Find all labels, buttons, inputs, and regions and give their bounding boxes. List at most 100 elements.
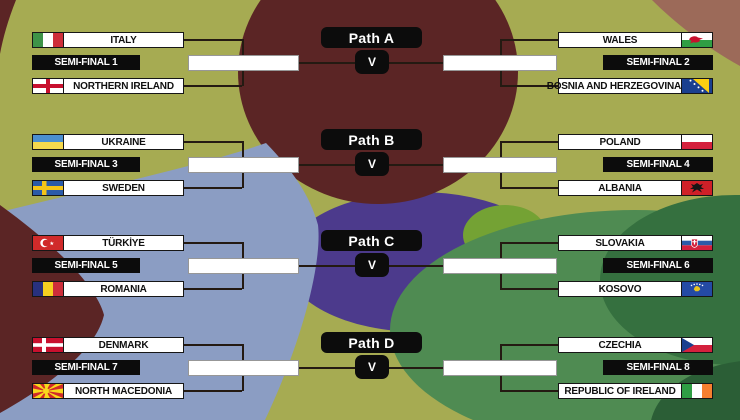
team-box: ALBANIA bbox=[558, 180, 713, 196]
bracket-line bbox=[184, 242, 242, 244]
semifinal-bar: SEMI-FINAL 2 bbox=[603, 55, 713, 70]
team-box: ROMANIA bbox=[32, 281, 184, 297]
sweden-flag-icon bbox=[33, 181, 64, 195]
team-box: CZECHIA bbox=[558, 337, 713, 353]
bracket-line bbox=[500, 390, 558, 392]
team-box: DENMARK bbox=[32, 337, 184, 353]
bg-maroon-sliver bbox=[0, 0, 16, 54]
bg-maroon-circle bbox=[238, 0, 518, 204]
bracket-line bbox=[389, 164, 443, 166]
path-label: Path D bbox=[321, 332, 422, 353]
ukraine-flag-icon bbox=[33, 135, 64, 149]
slovakia-flag-icon bbox=[681, 236, 712, 250]
italy-flag-icon bbox=[33, 33, 64, 47]
wales-flag-icon bbox=[681, 33, 712, 47]
team-name: ALBANIA bbox=[598, 182, 642, 194]
romania-flag-icon bbox=[33, 282, 64, 296]
bracket-line bbox=[297, 62, 355, 64]
final-slot-right bbox=[443, 360, 557, 376]
bracket-line bbox=[184, 85, 242, 87]
poland-flag-icon bbox=[681, 135, 712, 149]
bracket-line bbox=[389, 367, 443, 369]
path-label: Path B bbox=[321, 129, 422, 150]
versus-badge: V bbox=[355, 253, 389, 277]
turkiye-flag-icon bbox=[33, 236, 64, 250]
bracket-line bbox=[500, 242, 558, 244]
final-slot-right bbox=[443, 55, 557, 71]
path-section-c: TÜRKİYE SEMI-FINAL 5 ROMANIA Path C V SL… bbox=[0, 230, 740, 337]
team-name: DENMARK bbox=[98, 339, 149, 351]
bracket-line bbox=[500, 344, 558, 346]
albania-flag-icon bbox=[681, 181, 712, 195]
north-macedonia-flag-icon bbox=[33, 384, 64, 398]
team-box: POLAND bbox=[558, 134, 713, 150]
bracket-line bbox=[297, 367, 355, 369]
team-name: TÜRKİYE bbox=[102, 237, 145, 249]
team-name: CZECHIA bbox=[598, 339, 642, 351]
semifinal-bar: SEMI-FINAL 8 bbox=[603, 360, 713, 375]
team-name: REPUBLIC OF IRELAND bbox=[564, 385, 676, 397]
team-box: SWEDEN bbox=[32, 180, 184, 196]
semifinal-bar: SEMI-FINAL 1 bbox=[32, 55, 140, 70]
team-box: BOSNIA AND HERZEGOVINA bbox=[547, 78, 713, 94]
bracket-line bbox=[184, 344, 242, 346]
team-box: ITALY bbox=[32, 32, 184, 48]
bracket-line bbox=[184, 39, 242, 41]
team-box: REPUBLIC OF IRELAND bbox=[558, 383, 713, 399]
bracket-line bbox=[389, 265, 443, 267]
team-box: TÜRKİYE bbox=[32, 235, 184, 251]
team-name: ITALY bbox=[110, 34, 137, 46]
team-name: NORTHERN IRELAND bbox=[73, 80, 174, 92]
bracket-line bbox=[389, 62, 443, 64]
denmark-flag-icon bbox=[33, 338, 64, 352]
team-name: NORTH MACEDONIA bbox=[75, 385, 172, 397]
final-slot-left bbox=[188, 258, 299, 274]
final-slot-left bbox=[188, 157, 299, 173]
bracket-line bbox=[500, 85, 558, 87]
bracket-line bbox=[500, 141, 558, 143]
versus-badge: V bbox=[355, 152, 389, 176]
final-slot-left bbox=[188, 360, 299, 376]
path-section-b: UKRAINE SEMI-FINAL 3 SWEDEN Path B V POL… bbox=[0, 129, 740, 236]
team-name: WALES bbox=[602, 34, 638, 46]
team-name: BOSNIA AND HERZEGOVINA bbox=[546, 80, 682, 92]
final-slot-right bbox=[443, 258, 557, 274]
final-slot-right bbox=[443, 157, 557, 173]
bracket-line bbox=[500, 288, 558, 290]
czechia-flag-icon bbox=[681, 338, 712, 352]
team-name: SLOVAKIA bbox=[595, 237, 645, 249]
semifinal-bar: SEMI-FINAL 3 bbox=[32, 157, 140, 172]
team-box: KOSOVO bbox=[558, 281, 713, 297]
semifinal-bar: SEMI-FINAL 5 bbox=[32, 258, 140, 273]
team-name: KOSOVO bbox=[598, 283, 642, 295]
bracket-line bbox=[297, 265, 355, 267]
path-label: Path C bbox=[321, 230, 422, 251]
team-name: ROMANIA bbox=[100, 283, 147, 295]
bg-maroon-crescent bbox=[0, 205, 104, 413]
team-box: WALES bbox=[558, 32, 713, 48]
team-name: SWEDEN bbox=[102, 182, 145, 194]
path-label: Path A bbox=[321, 27, 422, 48]
team-box: SLOVAKIA bbox=[558, 235, 713, 251]
semifinal-bar: SEMI-FINAL 6 bbox=[603, 258, 713, 273]
team-box: UKRAINE bbox=[32, 134, 184, 150]
northern-ireland-flag-icon bbox=[33, 79, 64, 93]
versus-badge: V bbox=[355, 355, 389, 379]
bosnia-herzegovina-flag-icon bbox=[681, 79, 712, 93]
bracket-line bbox=[297, 164, 355, 166]
team-name: UKRAINE bbox=[101, 136, 146, 148]
bracket-line bbox=[184, 288, 242, 290]
team-box: NORTHERN IRELAND bbox=[32, 78, 184, 94]
semifinal-bar: SEMI-FINAL 4 bbox=[603, 157, 713, 172]
bracket-line bbox=[500, 187, 558, 189]
path-section-a: ITALY SEMI-FINAL 1 NORTHERN IRELAND Path… bbox=[0, 27, 740, 134]
final-slot-left bbox=[188, 55, 299, 71]
bracket-line bbox=[184, 141, 242, 143]
bracket-line bbox=[500, 39, 558, 41]
versus-badge: V bbox=[355, 50, 389, 74]
team-box: NORTH MACEDONIA bbox=[32, 383, 184, 399]
path-section-d: DENMARK SEMI-FINAL 7 NORTH MACEDONIA Pat… bbox=[0, 332, 740, 420]
semifinal-bar: SEMI-FINAL 7 bbox=[32, 360, 140, 375]
republic-of-ireland-flag-icon bbox=[681, 384, 712, 398]
